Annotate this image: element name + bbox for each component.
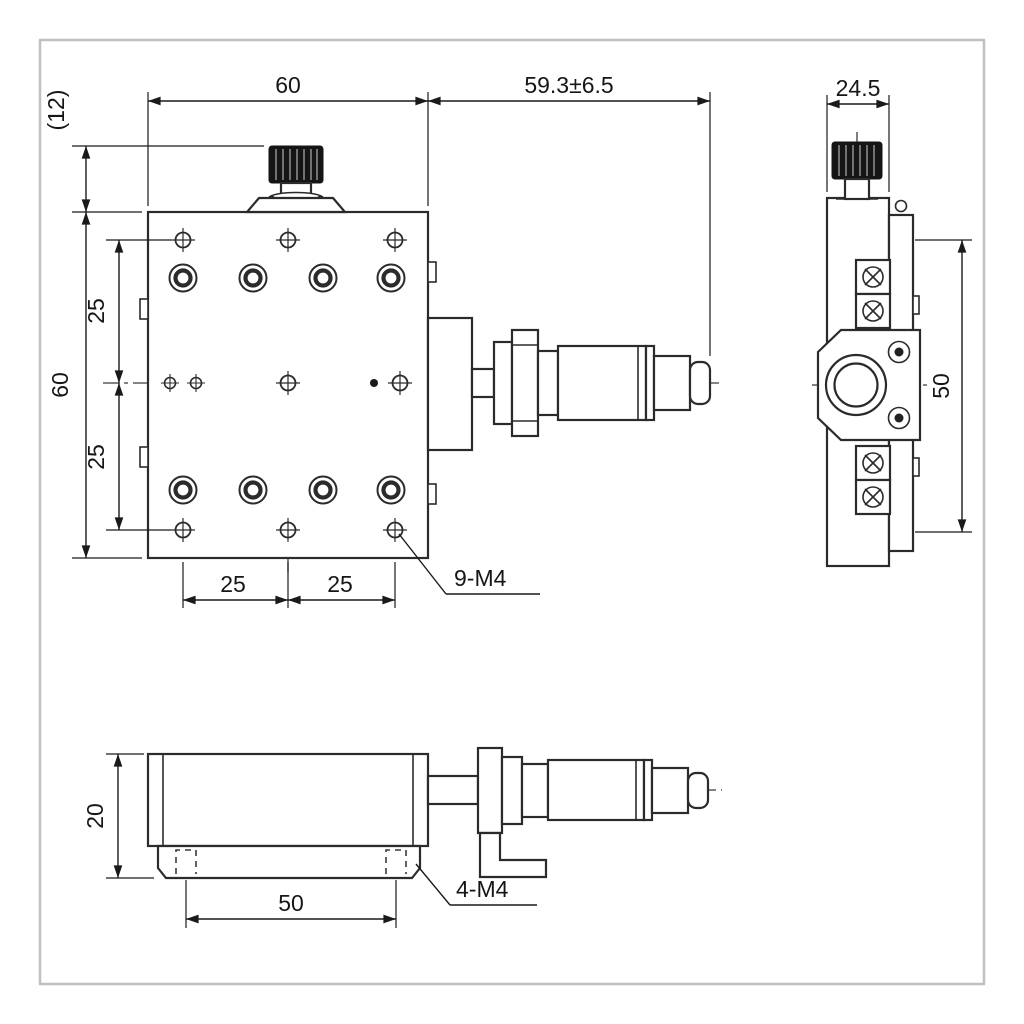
stage-side-tabs	[139, 261, 437, 505]
dim-knob-height: (12)	[43, 90, 264, 213]
clamp-arm	[478, 831, 548, 879]
base-plate-bottom	[156, 844, 422, 880]
callout-4-m4: 4-M4	[415, 863, 537, 906]
dim-label-pitch-right: 25	[327, 571, 353, 597]
micrometer-thimble	[652, 354, 692, 412]
knob-knurling	[275, 149, 318, 180]
stage-body-bottom	[146, 752, 430, 848]
micrometer-thimble-bottom	[650, 766, 690, 815]
dim-side-width: 24.5	[826, 75, 890, 192]
adjustment-knob-side	[831, 141, 883, 201]
knob-base	[244, 196, 348, 214]
micrometer-clamp-nut	[510, 328, 540, 438]
bottom-view: 20 50 4-M4	[82, 746, 722, 928]
micrometer-head-bottom	[426, 746, 710, 879]
dim-hole-pitch-horizontal: 25 25	[182, 562, 396, 608]
dim-label-front-height: 60	[47, 372, 73, 398]
front-view: 60 59.3±6.5 (12) 60 25 25	[43, 72, 724, 608]
clamp-block-stack-upper	[854, 258, 892, 330]
dim-front-height: 60	[47, 212, 142, 559]
micrometer-spindle-bottom	[426, 774, 480, 806]
knob-cap	[268, 145, 324, 184]
dim-micrometer-extension: 59.3±6.5	[428, 72, 711, 356]
micrometer-clamp-bottom	[476, 746, 504, 835]
dim-label-bottom-thickness: 20	[82, 803, 108, 829]
hidden-hole-marks	[175, 849, 407, 874]
dim-bottom-thickness: 20	[82, 753, 154, 879]
callout-label-9-m4: 9-M4	[454, 565, 507, 591]
side-view: 24.5 50	[812, 75, 972, 568]
dim-label-side-width: 24.5	[836, 75, 881, 101]
dim-label-knob-height: (12)	[43, 90, 69, 131]
micrometer-ratchet-cap	[688, 360, 712, 406]
center-bore-outer	[824, 353, 888, 417]
center-bore-inner	[833, 362, 879, 408]
drawing-border	[38, 38, 986, 986]
counterbore-hole	[240, 265, 267, 292]
micrometer-bracket	[426, 316, 474, 452]
counterbore-hole	[170, 477, 197, 504]
counterbore-hole	[378, 477, 405, 504]
micrometer-cap-bottom	[686, 771, 710, 810]
side-edge-tabs	[912, 295, 920, 477]
dim-label-side-span: 50	[928, 373, 954, 399]
counterbore-hole	[310, 265, 337, 292]
dim-side-span: 50	[915, 239, 972, 533]
dim-bottom-span: 50	[185, 880, 397, 928]
micrometer-spindle	[470, 367, 496, 399]
dim-hole-pitch-vertical: 25 25	[83, 239, 171, 531]
side-top-hole	[894, 199, 908, 213]
callout-label-4-m4: 4-M4	[456, 876, 509, 902]
knob-neck-side	[843, 177, 871, 201]
counterbore-hole	[378, 265, 405, 292]
adjustment-knob-front	[244, 145, 348, 214]
knob-knurling-side	[838, 145, 875, 176]
callout-9-m4: 9-M4	[398, 533, 540, 595]
dim-front-width: 60	[147, 72, 429, 206]
dim-label-pitch-upper: 25	[83, 298, 109, 324]
center-bore-housing	[816, 328, 922, 442]
dim-label-bottom-span: 50	[278, 890, 304, 916]
micrometer-sleeve-bottom	[546, 758, 646, 822]
dowel-mark	[370, 379, 378, 387]
m4-hole-grid	[160, 227, 413, 543]
counterbore-hole	[310, 477, 337, 504]
dim-label-pitch-lower: 25	[83, 444, 109, 470]
dim-label-pitch-left: 25	[220, 571, 246, 597]
micrometer-sleeve	[556, 344, 648, 422]
clamp-block-stack-lower	[854, 444, 892, 516]
counterbore-hole	[170, 265, 197, 292]
counterbore-hole	[240, 477, 267, 504]
micrometer-head-front	[426, 316, 712, 452]
dim-label-front-width: 60	[275, 72, 301, 98]
dim-label-extension: 59.3±6.5	[524, 72, 613, 98]
